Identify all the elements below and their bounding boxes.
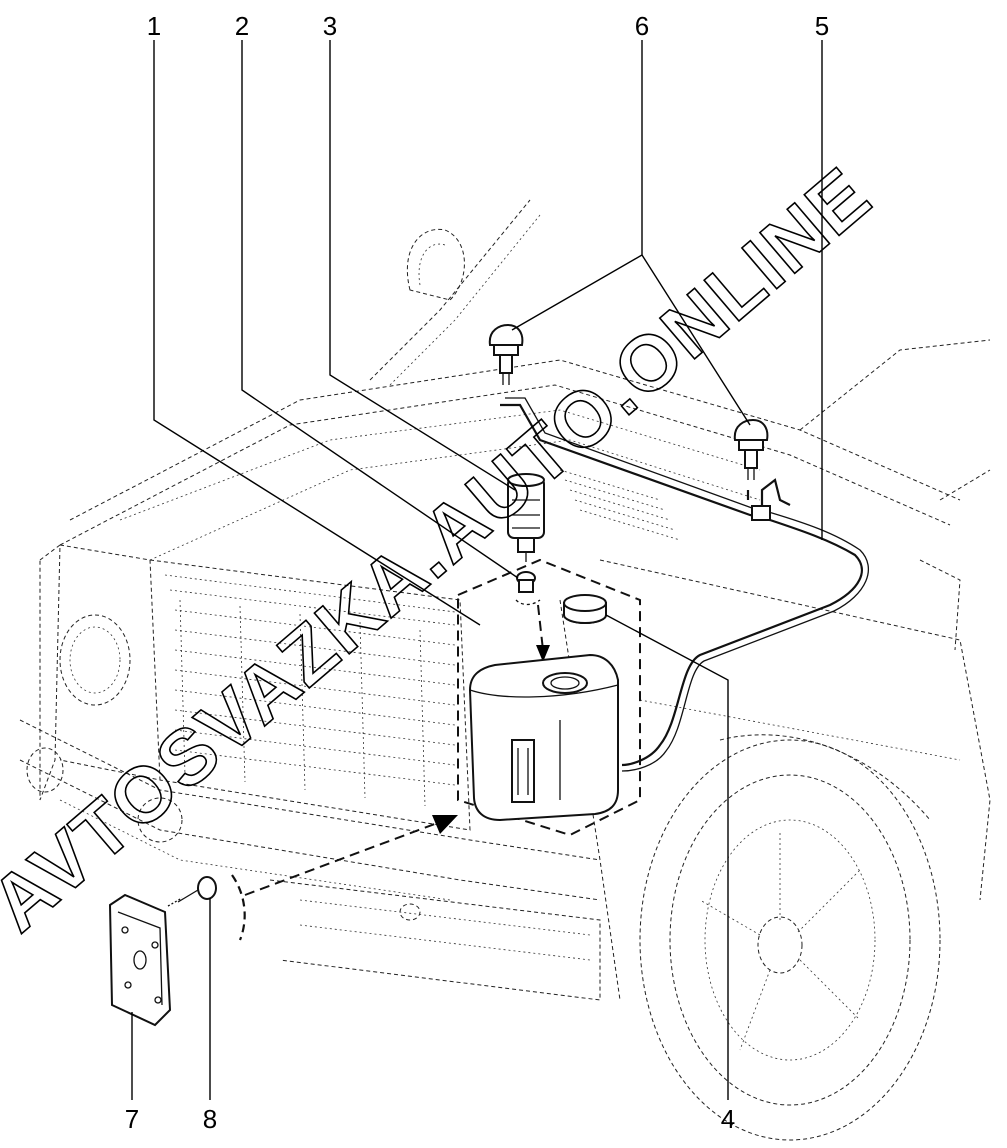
headlight-left xyxy=(59,614,131,706)
washer-nozzle-right xyxy=(733,418,769,480)
reservoir-bracket xyxy=(108,893,172,1027)
leader-line-1 xyxy=(153,40,481,626)
washer-reservoir-tank xyxy=(468,653,619,822)
leader-line-2 xyxy=(241,40,519,579)
reservoir-cap xyxy=(563,594,607,624)
front-wheel xyxy=(639,734,941,1141)
assembly-arrow-down xyxy=(537,604,544,651)
callout-6: 6 xyxy=(635,11,649,41)
callout-2: 2 xyxy=(235,11,249,41)
arrowhead-bracket xyxy=(432,815,458,834)
callout-3: 3 xyxy=(323,11,337,41)
washer-nozzle-left xyxy=(488,323,524,385)
callout-5: 5 xyxy=(815,11,829,41)
vehicle-body-outline xyxy=(19,199,991,1001)
leader-line-4 xyxy=(605,614,729,1100)
hose-tee-connector xyxy=(751,505,771,521)
leader-line-6b xyxy=(641,254,751,426)
assembly-arrow-bracket xyxy=(244,821,441,896)
leader-line-6a xyxy=(511,40,643,331)
washer-hose xyxy=(500,397,870,772)
bracket-fastener-bolt xyxy=(167,874,246,941)
callout-8: 8 xyxy=(203,1104,217,1134)
callout-7: 7 xyxy=(125,1104,139,1134)
callout-4: 4 xyxy=(721,1104,735,1134)
leader-lines xyxy=(131,40,823,1100)
washer-pump xyxy=(507,473,545,562)
callout-1: 1 xyxy=(147,11,161,41)
tank-assembly-boundary xyxy=(457,558,641,837)
leader-line-3 xyxy=(329,40,516,491)
radiator-grille xyxy=(174,599,456,807)
arrowhead-down xyxy=(536,645,550,662)
pump-grommet xyxy=(515,571,541,606)
